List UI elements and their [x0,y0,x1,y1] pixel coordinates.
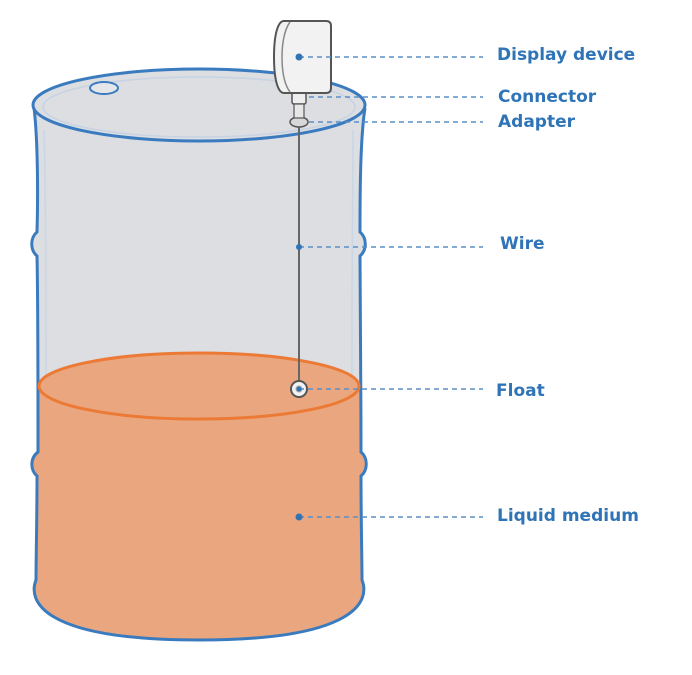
drum-inner-edge [43,129,354,387]
label-float: Float [496,381,545,401]
label-connector: Connector [498,87,597,107]
liquid-surface [37,351,361,421]
drum-outline [30,107,368,642]
liquid-medium [31,386,367,640]
drum-body [31,108,366,386]
label-wire: Wire [500,234,545,254]
label-adapter: Adapter [498,112,576,132]
leader-lines [299,56,483,518]
label-display-device: Display device [497,45,636,65]
bung-hole-icon [89,81,119,95]
drum-top-inner-rim [42,76,356,138]
label-liquid-medium: Liquid medium [497,506,639,526]
leader-dots [295,53,303,521]
